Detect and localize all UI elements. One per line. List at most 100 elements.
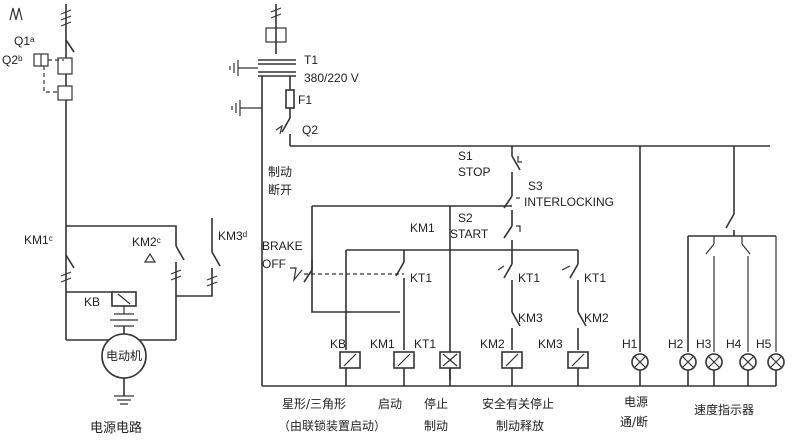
lamp-h4-cross bbox=[741, 355, 755, 369]
km3-branch bbox=[176, 218, 221, 297]
q2-label: Q2 bbox=[302, 123, 318, 137]
speed-selector bbox=[725, 146, 735, 236]
km2-ticks bbox=[170, 269, 182, 281]
kb-brake-plates bbox=[110, 306, 138, 327]
km3-contact-label: KM3 bbox=[518, 311, 543, 325]
s3-label: S3 bbox=[528, 179, 543, 193]
caption-safety-2: 制动释放 bbox=[496, 418, 544, 433]
ground-icon-2 bbox=[231, 100, 241, 116]
km1-kt1-contact bbox=[395, 250, 405, 350]
h1-label: H1 bbox=[622, 337, 638, 351]
interlocking-label: INTERLOCKING bbox=[524, 195, 614, 209]
q2-switch bbox=[281, 108, 291, 146]
s2-label: S2 bbox=[458, 211, 473, 225]
caption-power-circuit: 电源电路 bbox=[90, 420, 142, 436]
km1-top-label: KM1 bbox=[410, 221, 435, 235]
h4-contact bbox=[741, 236, 751, 352]
h3-contact bbox=[705, 236, 715, 352]
km1-ticks bbox=[60, 271, 72, 283]
lamp-h2-cross bbox=[681, 355, 695, 369]
ground-icon bbox=[114, 395, 134, 405]
coil-km1-label: KM1 bbox=[370, 337, 395, 351]
h2-label: H2 bbox=[668, 337, 684, 351]
primary-ticks bbox=[270, 7, 282, 19]
brake-off-contact bbox=[303, 260, 313, 283]
kt1-c-delay bbox=[561, 265, 571, 271]
q2b-label: Q2ᵇ bbox=[2, 53, 23, 67]
km2c-label: KM2ᶜ bbox=[132, 235, 161, 249]
s1-actuator bbox=[517, 156, 522, 163]
km3-ticks bbox=[206, 275, 218, 287]
s2-actuator bbox=[516, 225, 521, 232]
motor-label: 电动机 bbox=[106, 349, 142, 363]
lamp-returns bbox=[639, 370, 777, 386]
km2-branch bbox=[66, 225, 185, 340]
km1-main-contact bbox=[65, 254, 75, 269]
s1-label: S1 bbox=[458, 149, 473, 163]
captions: 星形/三角形 （由联锁装置启动） 启动 停止 制动 安全有关停止 制动释放 电源… bbox=[278, 395, 754, 433]
s2-start-contact bbox=[503, 218, 513, 250]
q2-trip-box bbox=[57, 57, 73, 75]
t1-fuse-box bbox=[265, 27, 287, 43]
coil-kt1-label: KT1 bbox=[414, 337, 436, 351]
h3-label: H3 bbox=[696, 337, 712, 351]
caption-star-delta: 星形/三角形 bbox=[282, 397, 346, 411]
km1c-label: KM1ᶜ bbox=[24, 233, 53, 247]
km2-km3-contact bbox=[511, 304, 521, 350]
coil-km1-slash bbox=[397, 353, 411, 367]
km2-kt1-contact bbox=[503, 250, 513, 304]
coil-returns bbox=[345, 368, 579, 386]
caption-interlock-start: （由联锁装置启动） bbox=[278, 418, 386, 433]
caption-power-2: 通/断 bbox=[620, 414, 648, 429]
lamp-h5-cross bbox=[769, 355, 783, 369]
lamp-h3-cross bbox=[707, 355, 721, 369]
ground-icon-t1 bbox=[229, 60, 239, 76]
q1-label: Q1ᵃ bbox=[14, 34, 35, 48]
speed-bus bbox=[687, 235, 776, 352]
supply-zigzag bbox=[9, 7, 23, 21]
coil-km2-slash bbox=[505, 353, 519, 367]
kt1-b-label: KT1 bbox=[518, 271, 540, 285]
coil-km3-label: KM3 bbox=[538, 337, 563, 351]
coil-kt1-cross bbox=[442, 353, 458, 367]
coil-km3-slash bbox=[571, 353, 585, 367]
km2-contact-label: KM2 bbox=[584, 311, 609, 325]
brake-label: BRAKE bbox=[262, 239, 303, 253]
brake-cn-1: 制动 bbox=[268, 165, 292, 179]
t1-label: T1 bbox=[304, 53, 318, 67]
stop-label: STOP bbox=[458, 165, 490, 179]
q2-dashed-return bbox=[43, 66, 60, 93]
km2-triangle bbox=[143, 252, 157, 263]
h4-label: H4 bbox=[726, 337, 742, 351]
km3-km2-contact bbox=[577, 304, 587, 350]
control-supply: T1 380/220 V F1 Q2 bbox=[229, 4, 770, 386]
q2-switch-arrow bbox=[275, 124, 283, 135]
s3-interlock-contact bbox=[503, 188, 513, 218]
coil-kb-label: KB bbox=[330, 337, 346, 351]
h5-label: H5 bbox=[756, 337, 772, 351]
off-label: OFF bbox=[262, 257, 286, 271]
control-logic: 制动 断开 S1 STOP S3 INTERLOCKING KM1 S2 STA… bbox=[262, 146, 614, 386]
q1-switch bbox=[65, 39, 75, 53]
km3-kt1-contact bbox=[569, 250, 579, 304]
t1-rating-label: 380/220 V bbox=[304, 71, 359, 85]
caption-stop-1: 停止 bbox=[424, 396, 448, 411]
coil-km2-label: KM2 bbox=[480, 337, 505, 351]
f1-label: F1 bbox=[298, 93, 312, 107]
kb-coil-slash bbox=[117, 293, 131, 305]
f1-fuse bbox=[285, 89, 295, 109]
caption-safety-1: 安全有关停止 bbox=[482, 396, 554, 411]
q2-aux-box bbox=[57, 85, 73, 101]
coil-kb-slash bbox=[343, 353, 357, 367]
lamp-h1-cross bbox=[633, 355, 647, 369]
s1-stop-contact bbox=[511, 146, 521, 188]
caption-start: 启动 bbox=[378, 397, 402, 411]
caption-power-1: 电源 bbox=[624, 395, 648, 409]
caption-speed-indicator: 速度指示器 bbox=[694, 402, 754, 417]
kt1-b-delay bbox=[497, 265, 505, 271]
kt1-a-label: KT1 bbox=[410, 271, 432, 285]
brake-off-actuator bbox=[290, 267, 303, 283]
kt1-c-label: KT1 bbox=[584, 271, 606, 285]
